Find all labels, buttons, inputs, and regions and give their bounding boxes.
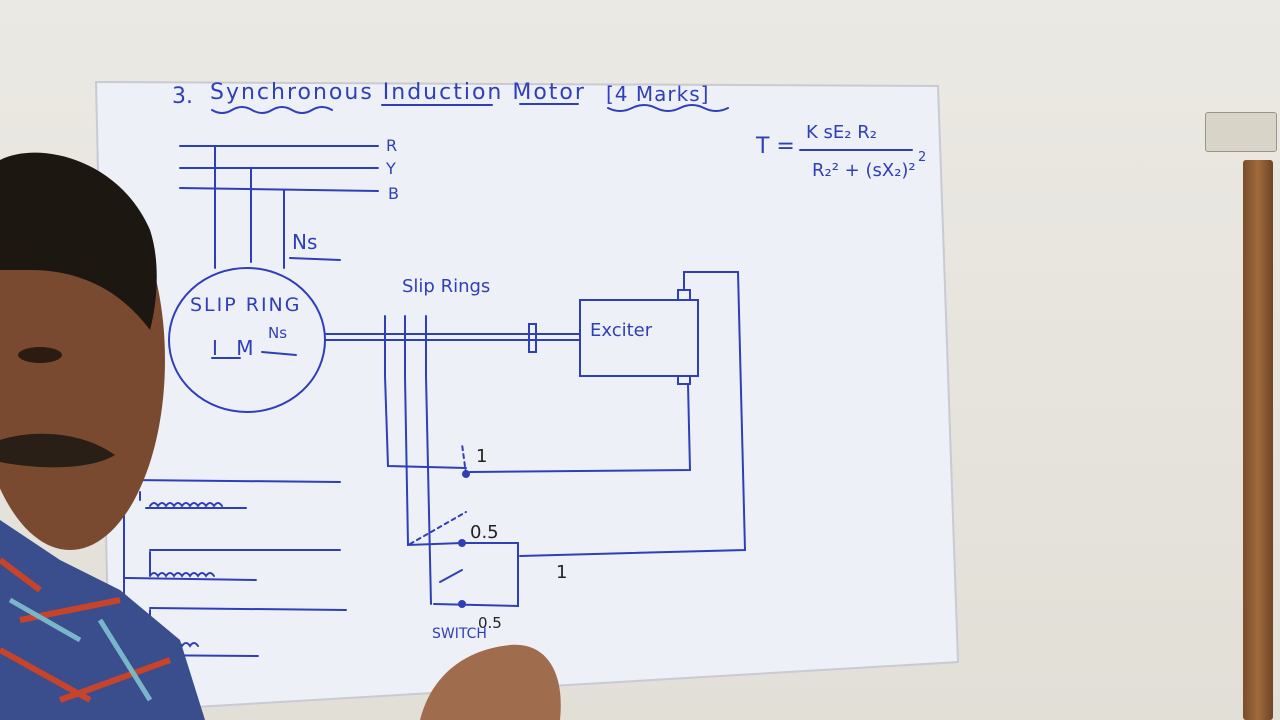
phase-y: Y bbox=[386, 159, 396, 178]
switch-label: SWITCH bbox=[432, 626, 487, 642]
wall-socket bbox=[1205, 112, 1277, 152]
formula-denominator: R₂² + (sX₂)² bbox=[812, 160, 916, 181]
leather-strap bbox=[1243, 160, 1273, 720]
switch-position-1b: 1 bbox=[556, 562, 568, 583]
formula-numerator: K sE₂ R₂ bbox=[806, 122, 877, 143]
switch-position-05b: 0.5 bbox=[478, 614, 502, 632]
board-number: 3. bbox=[172, 84, 193, 109]
board-marks: [4 Marks] bbox=[606, 82, 710, 106]
formula-exponent: 2 bbox=[918, 150, 927, 165]
motor-ns: Ns bbox=[268, 324, 288, 342]
board-title: Synchronous Induction Motor bbox=[210, 80, 586, 105]
motor-title: SLIP RING bbox=[190, 294, 302, 316]
phase-b: B bbox=[388, 184, 399, 203]
formula-t: T = bbox=[756, 134, 795, 159]
exciter-label: Exciter bbox=[590, 320, 653, 341]
phase-r: R bbox=[386, 136, 398, 155]
motor-type: I M bbox=[212, 336, 260, 360]
switch-position-05: 0.5 bbox=[470, 522, 499, 543]
switch-position-1: 1 bbox=[476, 446, 488, 467]
slip-rings-label: Slip Rings bbox=[402, 276, 491, 297]
ns-label: Ns bbox=[292, 230, 318, 254]
